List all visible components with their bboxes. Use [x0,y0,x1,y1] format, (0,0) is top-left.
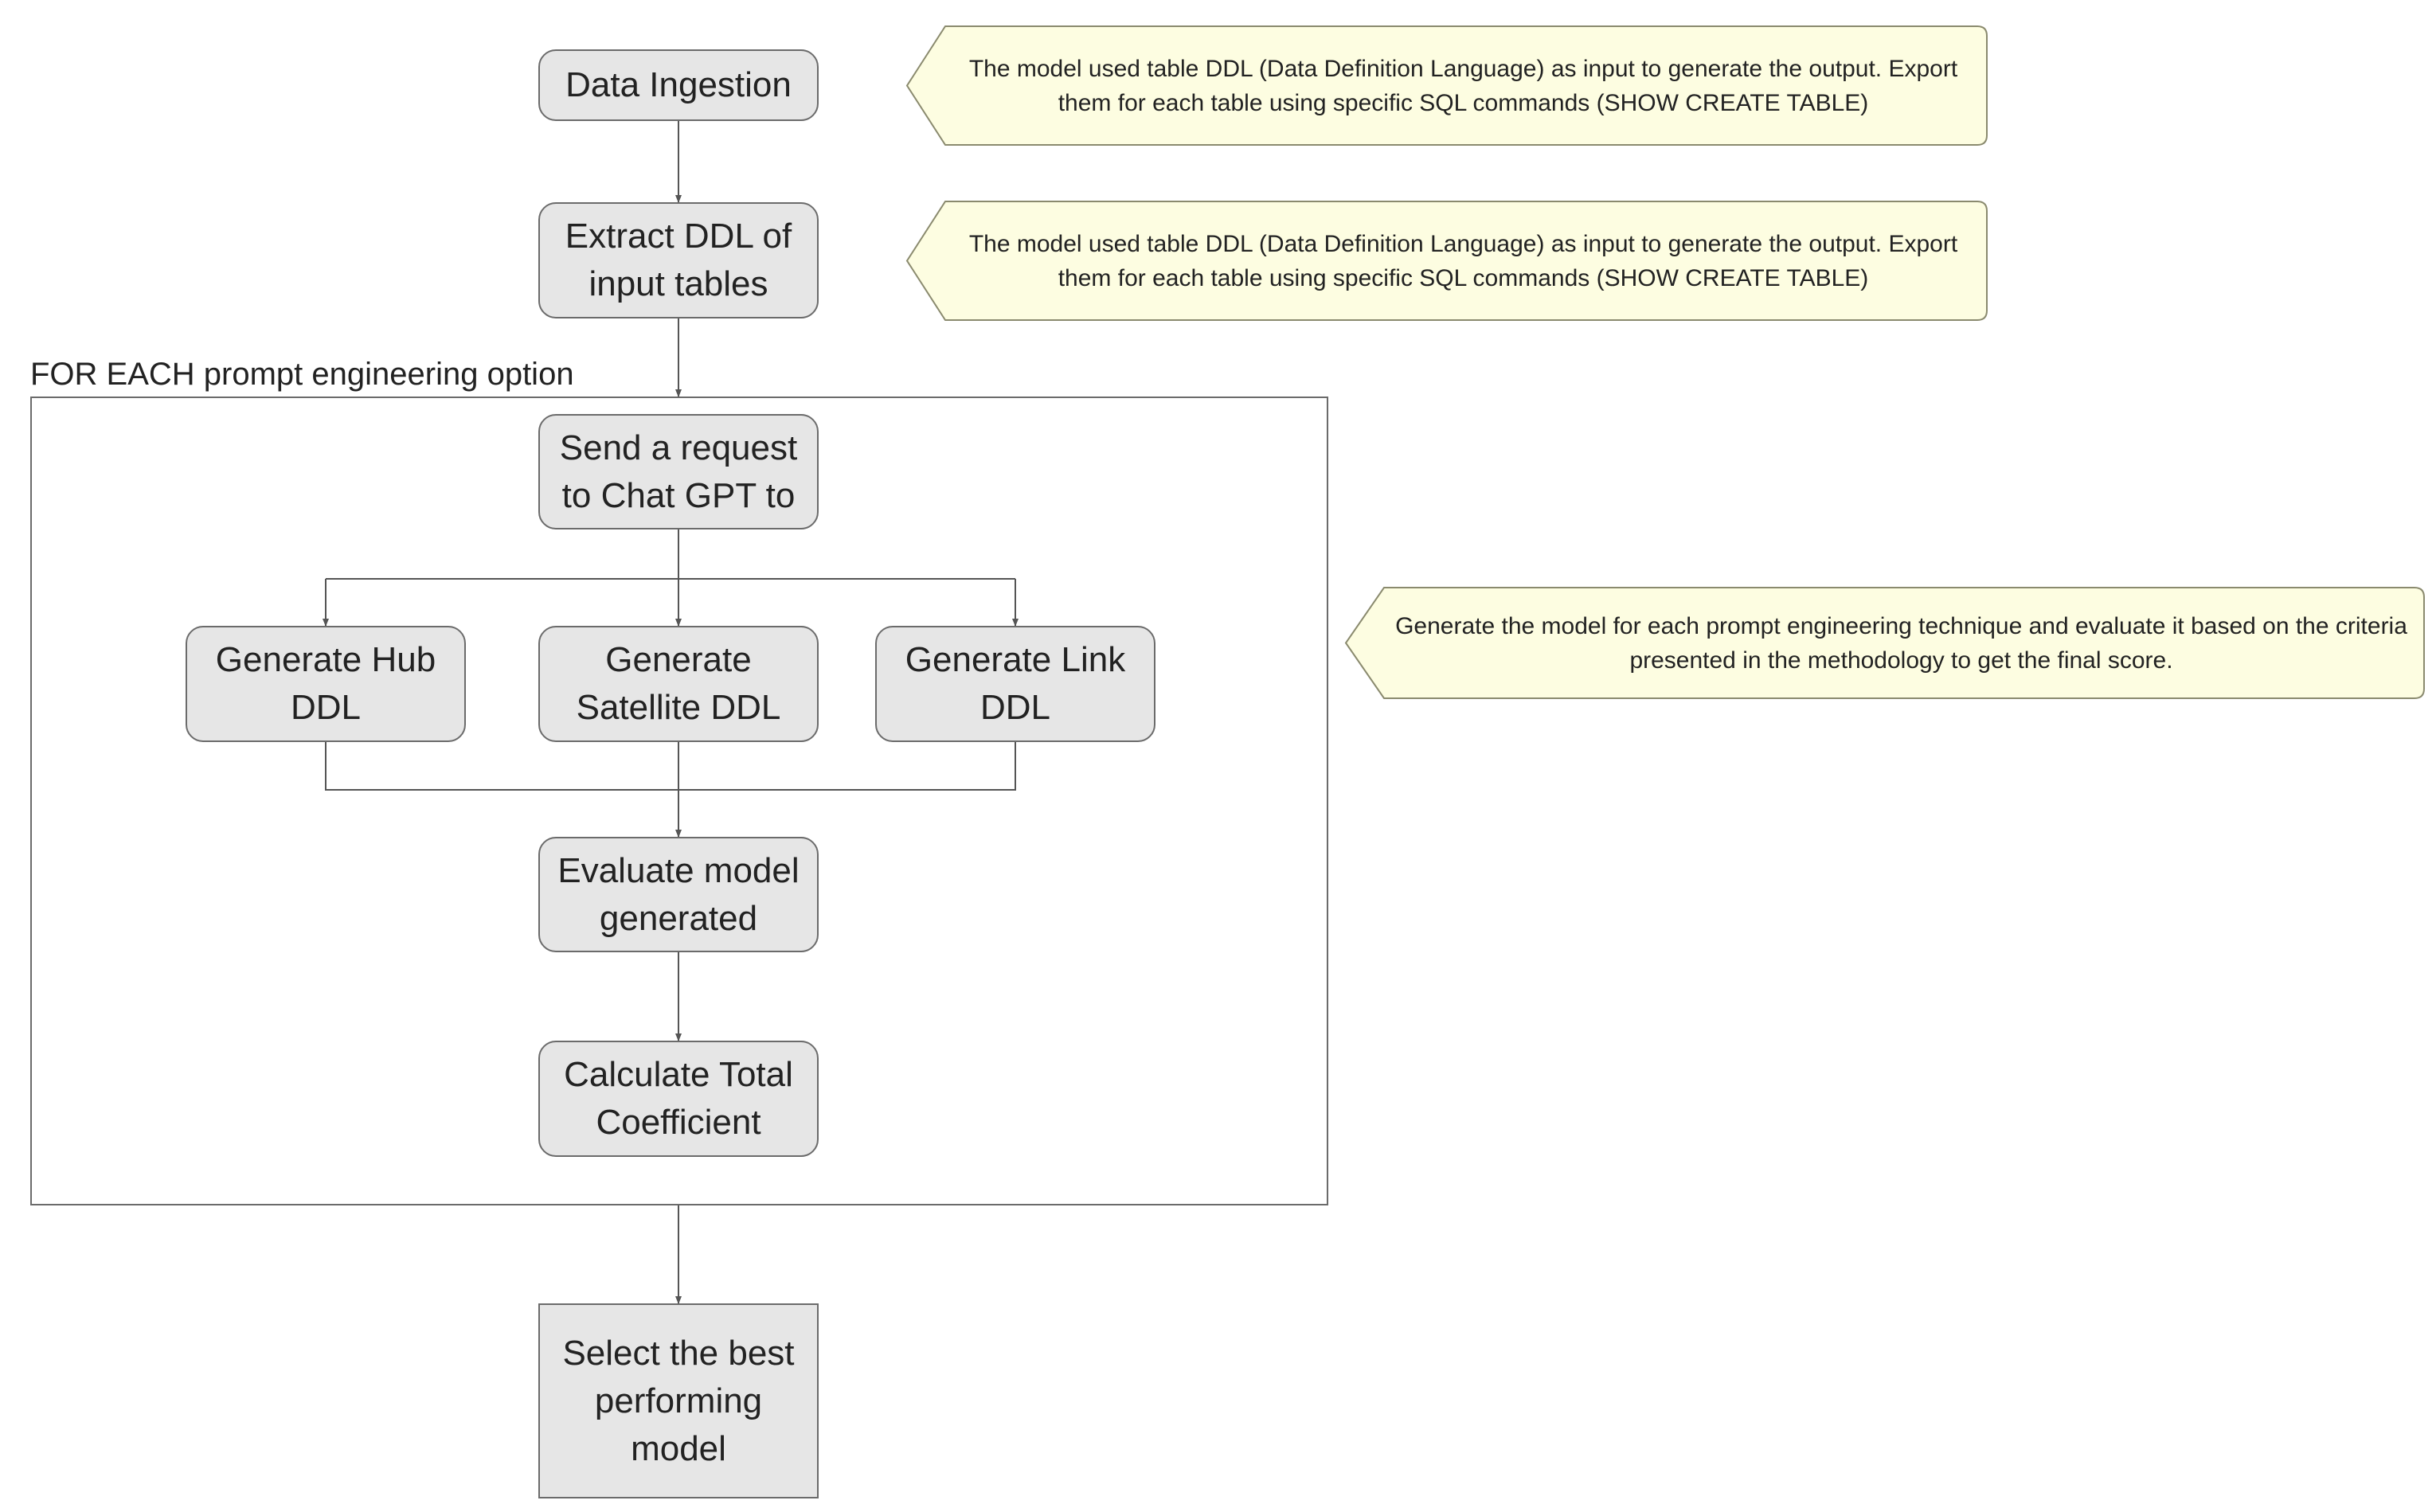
node-generate-hub: Generate Hub DDL [186,626,466,742]
node-send-request: Send a request to Chat GPT to [538,414,819,529]
node-select-best-model-label: Select the best performing model [562,1333,795,1468]
note-ddl-input-1: The model used table DDL (Data Definitio… [948,32,1979,139]
node-calculate-coefficient: Calculate Total Coefficient [538,1041,819,1157]
node-data-ingestion: Data Ingestion [538,49,819,121]
note-ddl-input-2-text: The model used table DDL (Data Definitio… [968,230,1958,291]
node-evaluate-model: Evaluate model generated [538,837,819,952]
node-calculate-coefficient-label: Calculate Total Coefficient [564,1055,793,1142]
connector-request-fanout [326,529,1015,580]
connector-generators-fanin [325,742,1016,791]
node-extract-ddl-label: Extract DDL of input tables [565,217,792,303]
node-data-ingestion-label: Data Ingestion [565,65,792,104]
node-select-best-model: Select the best performing model [538,1303,819,1498]
node-generate-link-label: Generate Link DDL [905,640,1126,727]
loop-frame [30,397,1328,1205]
note-shape-1 [905,25,1988,146]
node-evaluate-model-label: Evaluate model generated [557,850,800,938]
node-extract-ddl: Extract DDL of input tables [538,202,819,318]
node-generate-satellite-label: Generate Satellite DDL [576,640,781,727]
note-evaluation: Generate the model for each prompt engin… [1390,593,2413,693]
note-evaluation-text: Generate the model for each prompt engin… [1395,612,2407,674]
note-shape-3 [1344,587,2425,699]
note-shape-2 [905,201,1988,321]
note-ddl-input-1-text: The model used table DDL (Data Definitio… [968,55,1958,116]
node-generate-satellite: Generate Satellite DDL [538,626,819,742]
node-generate-hub-label: Generate Hub DDL [215,640,436,727]
loop-label: FOR EACH prompt engineering option [30,357,574,392]
node-send-request-label: Send a request to Chat GPT to [559,428,798,515]
node-generate-link: Generate Link DDL [875,626,1155,742]
note-ddl-input-2: The model used table DDL (Data Definitio… [948,207,1979,315]
